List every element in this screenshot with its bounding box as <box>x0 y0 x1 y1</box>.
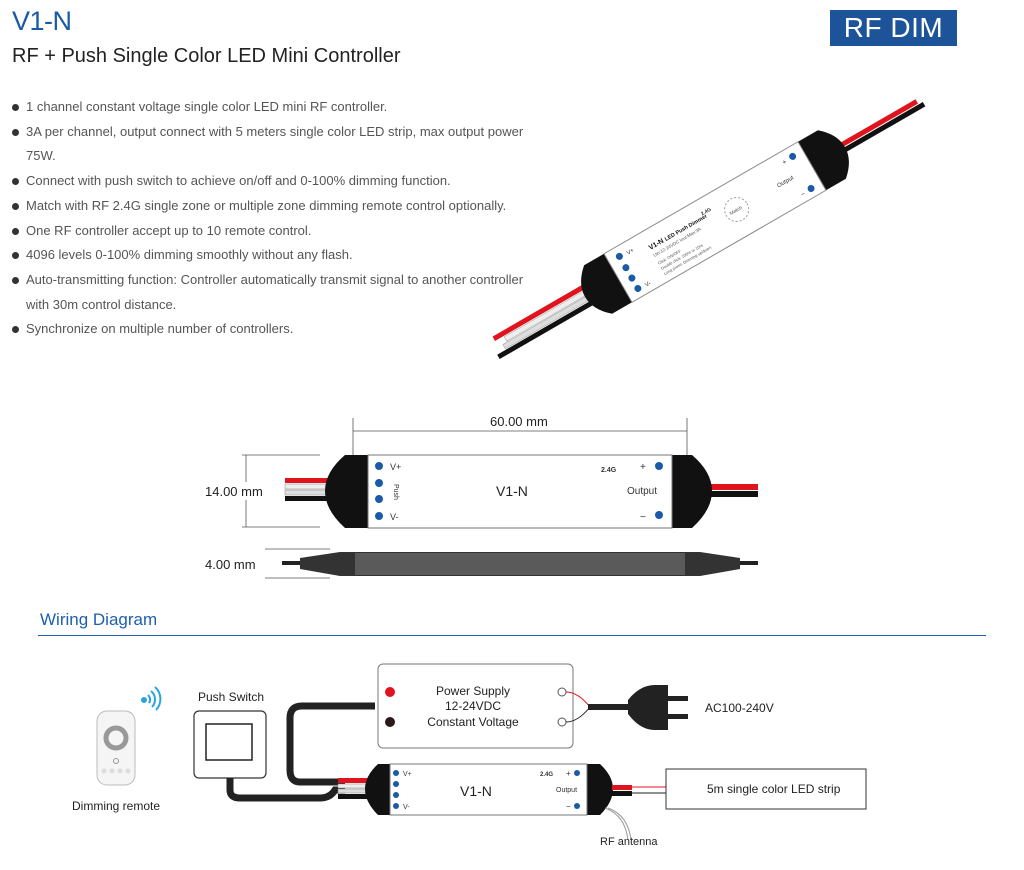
push-switch-label: Push Switch <box>198 690 264 704</box>
label-vminus: V- <box>644 281 652 289</box>
feature-text: Connect with push switch to achieve on/o… <box>26 173 451 189</box>
label-rf: 2.4G <box>601 467 617 474</box>
wiring-diagram-title: Wiring Diagram <box>40 610 158 629</box>
wiring-diagram: Dimming remote Push Switch Power Supply … <box>72 663 867 848</box>
model-name: V1-N <box>12 6 72 36</box>
psu-label-line1: Power Supply <box>436 684 510 698</box>
feature-item: 4096 levels 0-100% dimming smoothly with… <box>12 243 552 268</box>
feature-text: 1 channel constant voltage single color … <box>26 99 388 114</box>
feature-text: Synchronize on multiple number of contro… <box>26 321 294 337</box>
label-vminus: V- <box>403 804 410 811</box>
device-label: V1-N <box>496 483 528 499</box>
label-vminus: V- <box>390 512 399 522</box>
label-push: Push <box>392 484 399 500</box>
label-vplus: V+ <box>403 771 412 778</box>
remote-label: Dimming remote <box>72 799 160 813</box>
bullet-icon <box>12 252 19 260</box>
bullet-icon <box>12 326 19 334</box>
label-output: Output <box>627 486 657 497</box>
feature-list: 1 channel constant voltage single color … <box>12 95 552 342</box>
label-rf: 2.4G <box>700 207 712 218</box>
feature-text: 4096 levels 0-100% dimming smoothly with… <box>26 247 353 263</box>
feature-text: Match with RF 2.4G single zone or multip… <box>26 197 507 213</box>
feature-text: One RF controller accept up to 10 remote… <box>26 222 312 238</box>
feature-item: Auto-transmitting function: Controller a… <box>12 268 546 317</box>
bullet-icon <box>12 178 19 186</box>
label-plus: + <box>781 159 788 167</box>
label-minus: − <box>800 191 807 199</box>
feature-item: One RF controller accept up to 10 remote… <box>12 219 552 244</box>
product-subtitle: RF + Push Single Color LED Mini Controll… <box>12 45 401 67</box>
led-strip-label: 5m single color LED strip <box>707 782 841 796</box>
feature-text: Auto-transmitting function: Controller a… <box>26 271 524 312</box>
feature-item: Synchronize on multiple number of contro… <box>12 317 552 342</box>
label-rf: 2.4G <box>540 772 553 778</box>
feature-item: Match with RF 2.4G single zone or multip… <box>12 194 552 219</box>
controller-label: V1-N <box>460 783 492 799</box>
label-plus: + <box>566 769 571 778</box>
length-dimension: 60.00 mm <box>490 414 548 429</box>
product-image: V+ V- V1-N LED Push Dimmer Uin:12-24VDC … <box>492 99 926 360</box>
dimension-side-view: 4.00 mm <box>205 548 758 579</box>
feature-text: 3A per channel, output connect with 5 me… <box>26 123 524 164</box>
dimming-remote-icon <box>96 710 136 786</box>
bullet-icon <box>12 276 19 284</box>
wireless-signal-icon <box>141 686 162 711</box>
antenna-label: RF antenna <box>600 836 658 848</box>
ac-voltage-label: AC100-240V <box>705 701 774 715</box>
height-dimension: 4.00 mm <box>205 557 256 572</box>
feature-item: 1 channel constant voltage single color … <box>12 95 552 120</box>
power-plug-icon <box>588 685 688 730</box>
bullet-icon <box>12 227 19 235</box>
section-divider <box>38 635 986 636</box>
label-minus: − <box>566 802 571 811</box>
label-minus: − <box>640 512 646 523</box>
feature-item: Connect with push switch to achieve on/o… <box>12 169 552 194</box>
feature-item: 3A per channel, output connect with 5 me… <box>12 120 552 169</box>
dimension-top-view: 60.00 mm 14.00 mm V+ V- Push V1-N 2.4G +… <box>205 414 758 529</box>
label-plus: + <box>640 462 646 473</box>
psu-label-line2: 12-24VDC <box>445 699 501 713</box>
bullet-icon <box>12 202 19 210</box>
width-dimension: 14.00 mm <box>205 484 263 499</box>
label-output: Output <box>556 787 577 794</box>
rf-dim-badge: RF DIM <box>830 10 957 46</box>
bullet-icon <box>12 104 19 111</box>
psu-label-line3: Constant Voltage <box>427 715 519 729</box>
label-vplus: V+ <box>390 462 401 472</box>
label-vplus: V+ <box>626 248 636 257</box>
bullet-icon <box>12 128 19 136</box>
